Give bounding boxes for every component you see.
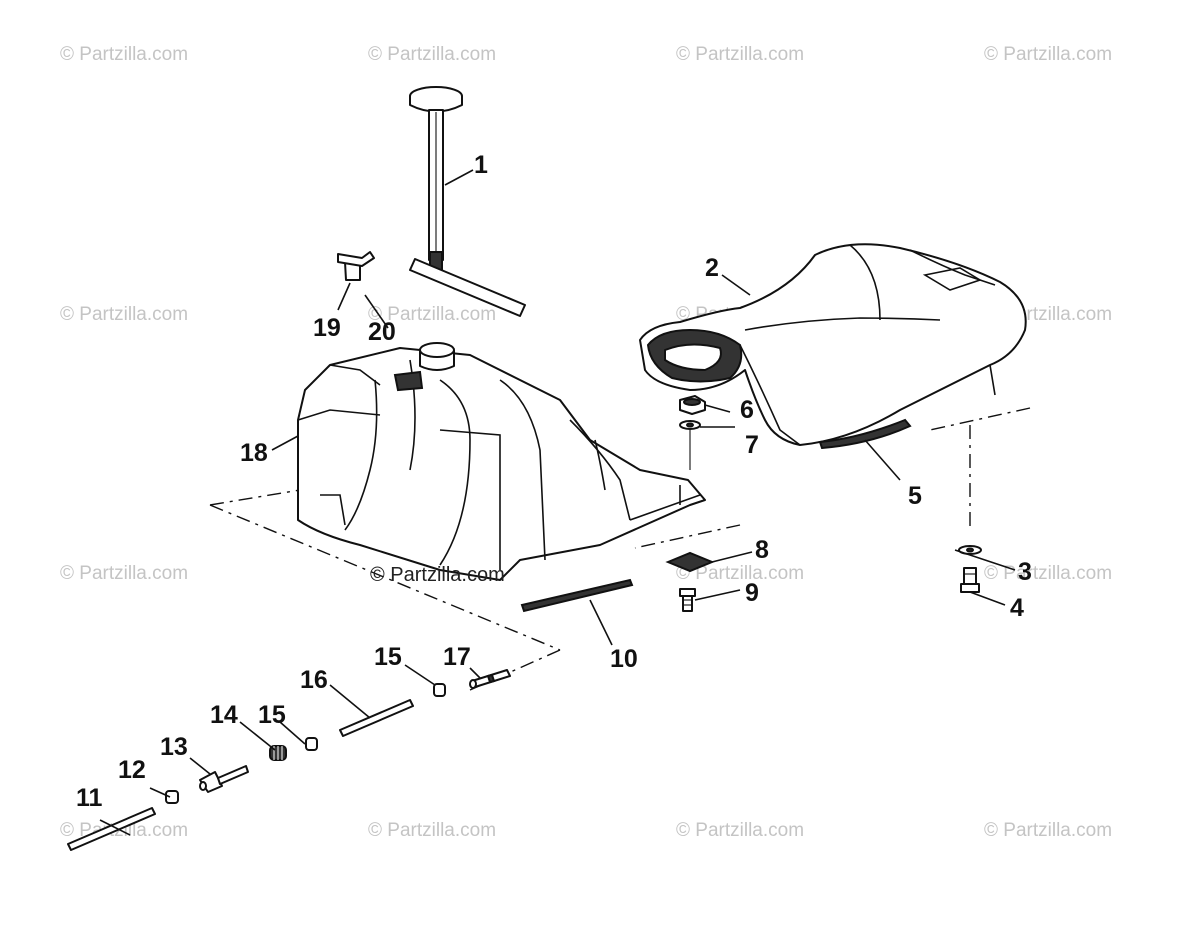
watermark: © Partzilla.com [60, 44, 189, 65]
watermark: © Partzilla.com [60, 304, 189, 325]
bolt-icon [960, 567, 980, 593]
leader-lines [99, 169, 1016, 836]
fuel-tank-icon [297, 342, 706, 581]
hose-icon [409, 258, 526, 317]
callout-14: 14 [210, 701, 238, 729]
watermark: © Partzilla.com [676, 44, 805, 65]
callout-16: 16 [300, 666, 328, 694]
callout-19: 19 [313, 314, 341, 342]
spacer-icon [433, 683, 446, 697]
callout-5: 5 [908, 482, 922, 510]
washer-icon [958, 545, 982, 555]
watermark: © Partzilla.com [676, 563, 805, 584]
callout-1: 1 [474, 151, 488, 179]
callout-7: 7 [745, 431, 759, 459]
callout-18: 18 [240, 439, 268, 467]
callout-10: 10 [610, 645, 638, 673]
bolt-icon [679, 588, 696, 612]
callout-12: 12 [118, 756, 146, 784]
watermark: © Partzilla.com [368, 304, 497, 325]
watermark: © Partzilla.com [368, 44, 497, 65]
rod-icon [67, 807, 156, 851]
strip-icon [520, 578, 634, 613]
callout-20: 20 [368, 318, 396, 346]
callout-6: 6 [740, 396, 754, 424]
pin-icon [199, 765, 249, 793]
callout-3: 3 [1018, 558, 1032, 586]
dash-dot-guide-lines [209, 407, 1031, 691]
pin-icon [469, 669, 511, 689]
callout-17: 17 [443, 643, 471, 671]
watermark: © Partzilla.com [984, 44, 1113, 65]
seat-latch-strip-icon [818, 418, 912, 450]
cap-icon [165, 790, 179, 804]
callout-4: 4 [1010, 594, 1024, 622]
callout-2: 2 [705, 254, 719, 282]
seat-icon [639, 243, 1027, 446]
watermark: © Partzilla.com [984, 820, 1113, 841]
watermark: © Partzilla.com [368, 820, 497, 841]
callout-15-lower: 15 [258, 701, 286, 729]
callout-8: 8 [755, 536, 769, 564]
watermark: © Partzilla.com [60, 563, 189, 584]
washer-icon [679, 420, 701, 470]
rod-icon [339, 699, 414, 737]
callout-11: 11 [76, 784, 103, 812]
nut-icon [679, 395, 706, 415]
watermark: © Partzilla.com [676, 820, 805, 841]
callout-13: 13 [160, 733, 188, 761]
vent-valve-icon [337, 251, 375, 281]
center-watermark: © Partzilla.com [370, 564, 505, 586]
spring-icon [269, 745, 287, 761]
spacer-icon [305, 737, 318, 751]
plate-icon [665, 551, 715, 573]
watermark: © Partzilla.com [984, 563, 1113, 584]
callout-9: 9 [745, 579, 759, 607]
fuel-gauge-sender-icon [409, 86, 463, 271]
callout-15-upper: 15 [374, 643, 402, 671]
